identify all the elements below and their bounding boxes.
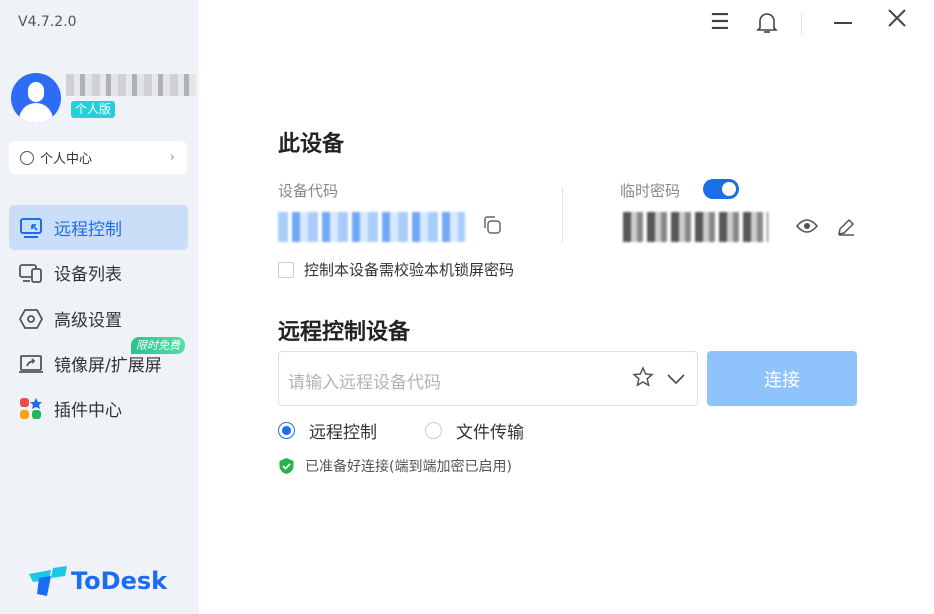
temp-password-toggle[interactable] (703, 179, 739, 199)
remote-control-icon (19, 216, 43, 240)
todesk-logo: ToDesk (29, 566, 167, 596)
copy-icon[interactable] (482, 215, 502, 239)
sidebar-item-label: 镜像屏/扩展屏 (54, 356, 162, 376)
chevron-down-icon[interactable] (666, 370, 686, 390)
sidebar-item-label: 远程控制 (54, 220, 122, 240)
temp-password-label: 临时密码 (620, 182, 681, 200)
plan-badge: 个人版 (71, 101, 116, 118)
menu-icon[interactable]: ☰ (710, 10, 730, 35)
this-device-title: 此设备 (278, 132, 345, 157)
divider (801, 12, 802, 36)
sidebar-item-plugins[interactable]: 插件中心 (9, 386, 188, 431)
mode-label: 远程控制 (309, 423, 377, 443)
mode-file-transfer-radio[interactable]: 文件传输 (425, 418, 524, 443)
mode-label: 文件传输 (456, 423, 524, 443)
lock-check-label: 控制本设备需校验本机锁屏密码 (304, 261, 515, 279)
username-redacted (66, 74, 196, 96)
sidebar-item-label: 高级设置 (54, 311, 122, 331)
logo-text: ToDesk (71, 567, 168, 595)
shield-check-icon (279, 458, 294, 474)
settings-icon (19, 307, 43, 331)
personal-center-button[interactable]: 个人中心 › (9, 141, 187, 174)
device-code-label: 设备代码 (278, 182, 339, 200)
bell-icon[interactable] (756, 11, 778, 41)
sidebar-item-remote-control[interactable]: 远程控制 (9, 205, 188, 250)
divider (562, 187, 563, 242)
radio-selected[interactable] (278, 422, 295, 439)
eye-icon[interactable] (795, 218, 819, 238)
device-list-icon (19, 261, 43, 285)
temp-password-redacted (623, 212, 768, 242)
remote-code-placeholder: 请输入远程设备代码 (288, 373, 441, 393)
mode-remote-control-radio[interactable]: 远程控制 (278, 418, 377, 443)
mirror-screen-icon (19, 352, 43, 376)
minimize-button[interactable] (834, 22, 852, 24)
radio-unselected[interactable] (425, 422, 442, 439)
lock-check-checkbox[interactable]: 控制本设备需校验本机锁屏密码 (278, 259, 514, 280)
sidebar: V4.7.2.0 个人版 个人中心 › 远程控制 设备列表 高级设置 镜像屏/扩展… (0, 0, 199, 614)
remote-control-title: 远程控制设备 (278, 320, 411, 345)
edit-icon[interactable] (836, 217, 856, 241)
version-label: V4.7.2.0 (18, 14, 77, 30)
connect-button[interactable]: 连接 (707, 351, 857, 406)
sidebar-item-device-list[interactable]: 设备列表 (9, 250, 188, 295)
connection-status: 已准备好连接(端到端加密已启用) (278, 456, 512, 476)
sidebar-item-label: 插件中心 (54, 401, 122, 421)
checkbox[interactable] (278, 261, 294, 278)
user-icon (20, 150, 34, 165)
sidebar-item-mirror-screen[interactable]: 镜像屏/扩展屏 (9, 341, 188, 386)
star-icon[interactable] (632, 366, 654, 393)
chevron-right-icon: › (169, 150, 175, 165)
close-button[interactable] (887, 8, 907, 34)
remote-code-input[interactable]: 请输入远程设备代码 (278, 351, 698, 406)
personal-center-label: 个人中心 (40, 152, 93, 167)
status-text: 已准备好连接(端到端加密已启用) (305, 459, 512, 475)
free-badge: 限时免费 (131, 337, 185, 354)
avatar[interactable] (11, 73, 61, 123)
device-code-redacted (278, 212, 465, 242)
sidebar-item-label: 设备列表 (54, 265, 122, 285)
sidebar-item-advanced-settings[interactable]: 高级设置 (9, 296, 188, 341)
plugins-icon (19, 397, 43, 421)
